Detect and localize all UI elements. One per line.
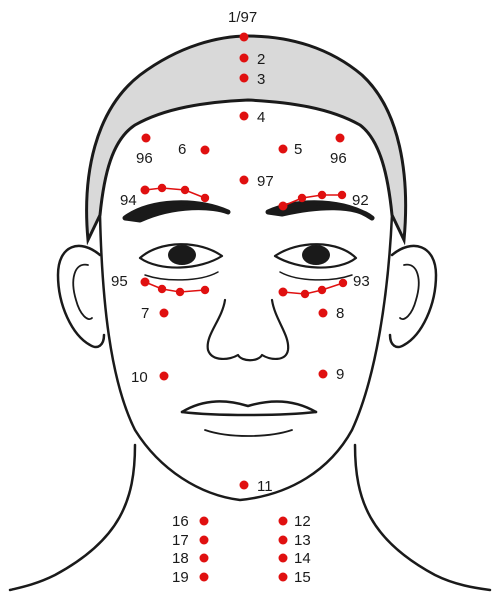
left-ear-inner [73,265,92,319]
point: 15 [279,569,311,586]
connector-93 [283,283,343,294]
point: 8 [319,305,345,322]
point: 17 [172,532,209,549]
neck-right [355,445,490,590]
point-marker [319,370,328,379]
point-marker [160,309,169,318]
point-marker [240,481,249,490]
connector-95 [145,282,205,292]
point-label: 15 [294,569,311,586]
right-pupil [302,245,330,265]
point-label: 19 [172,569,189,586]
point-marker [279,554,288,563]
point: 19 [172,569,209,586]
point-marker [200,554,209,563]
point-marker [240,33,249,42]
point-marker [200,517,209,526]
point-label: 13 [294,532,311,549]
point-marker [240,176,249,185]
point-label: 11 [257,478,273,495]
point-marker [279,145,288,154]
right-eye-lid [280,272,352,280]
point: 4 [240,109,266,126]
point: 13 [279,532,311,549]
point-label: 18 [172,550,189,567]
point-label: 4 [257,109,265,126]
point-label: 96 [136,150,153,167]
point-label: 92 [352,192,369,209]
point-label: 14 [294,550,311,567]
point: 11 [240,478,273,495]
point-label: 93 [353,273,370,290]
point-marker [279,517,288,526]
right-ear [390,246,436,347]
right-ear-inner [400,265,419,319]
point: 14 [279,550,311,567]
point-label: 6 [178,141,186,158]
point-label: 3 [257,71,265,88]
point-marker [240,74,249,83]
point-label: 2 [257,51,265,68]
point-marker [319,309,328,318]
point-label: 5 [294,141,302,158]
point-marker [160,372,169,381]
point: 18 [172,550,209,567]
point-marker [141,278,150,287]
point-marker [200,536,209,545]
point: 9 [319,366,345,383]
point: 16 [172,513,209,530]
point: 97 [240,173,274,190]
mouth-line [182,412,316,415]
nose [208,300,289,360]
point-marker [240,112,249,121]
point-marker [200,573,209,582]
point-label: 10 [131,369,148,386]
point-label: 7 [141,305,149,322]
point-marker [336,134,345,143]
point-label: 8 [336,305,344,322]
face-outline [100,215,392,500]
point-label: 9 [336,366,344,383]
point: 10 [131,369,169,386]
connector-94 [145,188,205,198]
point: 95 [111,273,150,290]
point-marker [279,573,288,582]
left-eyebrow [125,203,228,220]
point-marker [142,134,151,143]
point: 5 [279,141,303,158]
point-marker [240,54,249,63]
point-marker [279,202,288,211]
point: 96 [330,134,347,168]
left-pupil [168,245,196,265]
point-label: 94 [120,192,137,209]
point: 7 [141,305,169,322]
neck-left [10,445,135,590]
point: 12 [279,513,311,530]
point-label: 97 [257,173,274,190]
point: 6 [178,141,210,158]
point-label: 12 [294,513,311,530]
point-marker [279,536,288,545]
point-label: 95 [111,273,128,290]
point-marker [201,146,210,155]
point-label: 1/97 [228,9,257,26]
mouth-upper-lip [182,401,316,412]
point-label: 17 [172,532,189,549]
mouth-lower-lip [205,430,292,436]
left-ear [58,246,104,347]
point-label: 16 [172,513,189,530]
left-eye-lid [145,272,218,280]
point-marker [141,186,150,195]
point-label: 96 [330,150,347,167]
point: 96 [136,134,153,168]
point-marker [279,288,288,297]
